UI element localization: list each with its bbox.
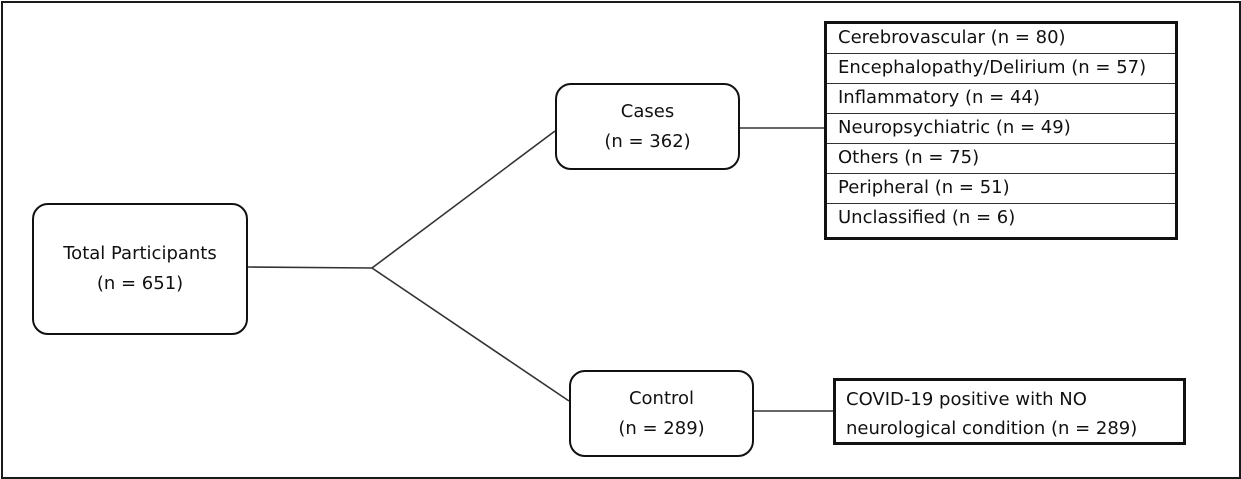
control-node: Control (n = 289)	[569, 370, 754, 457]
control-description-line-1: COVID-19 positive with NO	[846, 389, 1087, 410]
category-inflammatory: Inflammatory (n = 44)	[827, 84, 1175, 114]
control-count: (n = 289)	[618, 417, 705, 439]
total-participants-count: (n = 651)	[96, 273, 184, 294]
category-unclassified: Unclassified (n = 6)	[838, 207, 1016, 228]
category-neuropsychiatric: Neuropsychiatric (n = 49)	[827, 114, 1175, 144]
category-peripheral: Peripheral (n = 51)	[827, 174, 1175, 204]
total-participants-node: Total Participants (n = 651)	[32, 203, 248, 335]
branch-to-cases-line	[371, 130, 556, 269]
category-encephalopathy-delirium: Encephalopathy/Delirium (n = 57)	[827, 54, 1175, 84]
control-description-box: COVID-19 positive with NO neurological c…	[833, 378, 1186, 445]
control-title: Control	[628, 387, 695, 409]
control-description-line-2: neurological condition (n = 289)	[846, 418, 1138, 439]
root-stem-line	[247, 266, 373, 269]
category-others: Others (n = 75)	[827, 144, 1175, 174]
case-categories-box: Cerebrovascular (n = 80) Encephalopathy/…	[824, 21, 1178, 240]
cases-node: Cases (n = 362)	[555, 83, 740, 170]
cases-title: Cases	[620, 100, 675, 122]
cases-count: (n = 362)	[604, 130, 691, 152]
total-participants-title: Total Participants	[63, 243, 217, 264]
branch-to-control-line	[371, 267, 570, 402]
category-cerebrovascular: Cerebrovascular (n = 80)	[827, 24, 1175, 54]
